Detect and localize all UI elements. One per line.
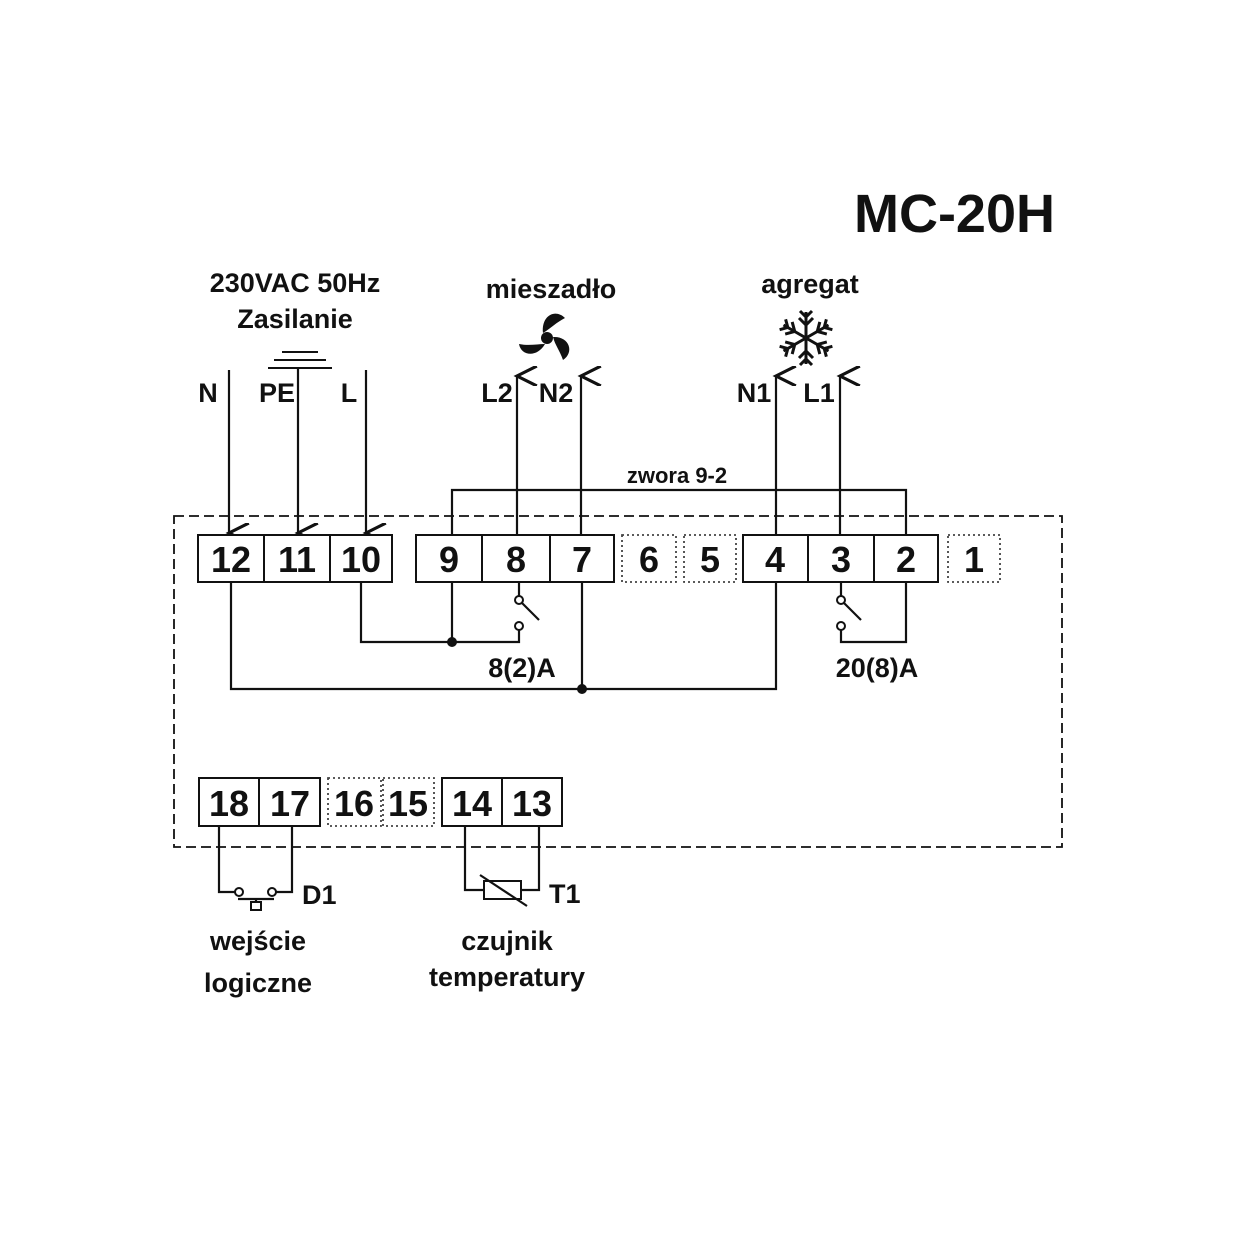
jumper-wire [450,488,908,535]
mixer-title: mieszadło [486,274,617,304]
supply-l-label: L [341,378,358,408]
supply-pe-label: PE [259,378,295,408]
terminal-2: 2 [873,534,939,583]
svg-text:8: 8 [506,539,526,580]
svg-text:14: 14 [452,783,492,824]
snowflake-icon [777,309,835,367]
mixer-l2-label: L2 [481,378,513,408]
svg-text:13: 13 [512,783,552,824]
digital-input-id: D1 [302,880,337,910]
thermistor-icon [463,826,541,907]
svg-text:18: 18 [209,783,249,824]
svg-text:10: 10 [341,539,381,580]
mixer-wires [517,376,581,535]
terminal-18: 18 [198,777,260,827]
svg-text:16: 16 [334,783,374,824]
terminal-5: 5 [683,534,737,583]
svg-text:2: 2 [896,539,916,580]
terminal-9: 9 [415,534,483,583]
svg-text:5: 5 [700,539,720,580]
supply-n-label: N [198,378,218,408]
unit-n1-label: N1 [737,378,772,408]
sensor-label-1: czujnik [461,926,554,956]
supply-voltage-label: 230VAC 50Hz [210,268,381,298]
unit-title: agregat [761,269,859,299]
terminal-7: 7 [549,534,615,583]
svg-text:7: 7 [572,539,592,580]
terminal-17: 17 [258,777,321,827]
terminal-15: 15 [382,777,435,827]
terminal-4: 4 [742,534,809,583]
controller-housing [173,515,1063,848]
internal-wiring [229,582,908,694]
fan-icon [519,313,570,360]
unit-relay-rating: 20(8)A [836,653,919,683]
terminal-13: 13 [501,777,563,827]
bottom-terminal-block: 18 17 16 15 14 13 [198,777,563,827]
svg-text:6: 6 [639,539,659,580]
push-button-icon [217,826,294,911]
jumper-label: zwora 9-2 [627,463,727,488]
terminal-16: 16 [327,777,382,827]
mixer-n2-label: N2 [539,378,574,408]
svg-text:1: 1 [964,539,984,580]
model-title: MC-20H [854,184,1055,244]
digital-input-label-1: wejście [209,926,306,956]
svg-text:11: 11 [278,539,316,580]
svg-text:15: 15 [388,783,428,824]
sensor-id: T1 [549,879,581,909]
mixer-relay-rating: 8(2)A [488,653,556,683]
terminal-8: 8 [481,534,551,583]
unit-l1-label: L1 [803,378,835,408]
svg-text:4: 4 [765,539,785,580]
digital-input-label-2: logiczne [204,968,312,998]
svg-text:12: 12 [211,539,251,580]
unit-wires [776,376,840,535]
svg-text:3: 3 [831,539,851,580]
terminal-14: 14 [441,777,503,827]
top-terminal-block: 12 11 10 9 8 7 6 5 4 3 2 1 [197,534,1001,583]
terminal-3: 3 [807,534,875,583]
terminal-11: 11 [263,534,331,583]
terminal-6: 6 [621,534,677,583]
supply-title-label: Zasilanie [237,304,353,334]
sensor-label-2: temperatury [429,962,585,992]
svg-text:9: 9 [439,539,459,580]
ground-icon [268,351,332,369]
terminal-1: 1 [947,534,1001,583]
terminal-10: 10 [329,534,393,583]
svg-text:17: 17 [270,783,310,824]
terminal-12: 12 [197,534,265,583]
supply-wires [229,368,366,533]
